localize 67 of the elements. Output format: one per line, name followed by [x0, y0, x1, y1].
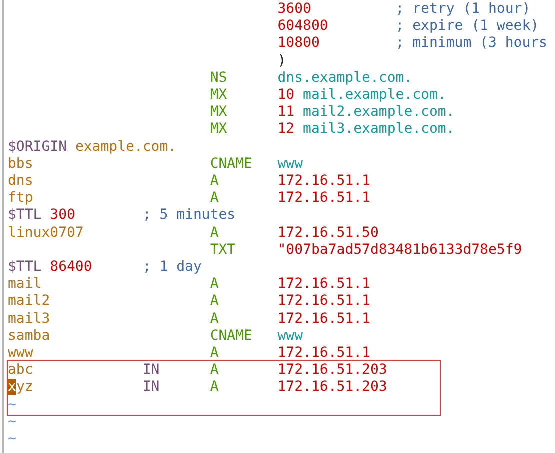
comment-text: ; 5 minutes	[142, 207, 236, 224]
record-name: mail	[8, 276, 42, 294]
record-value: 172.16.51.1	[278, 293, 370, 310]
record-type: CNAME	[210, 328, 252, 345]
record-type: A	[210, 293, 219, 310]
record-type: A	[210, 276, 219, 294]
record-type: TXT	[210, 242, 236, 259]
record-value: 10	[278, 87, 295, 104]
domain-name: www	[278, 328, 304, 345]
record-name: ftp	[8, 190, 34, 208]
record-name: linux0707	[8, 224, 84, 242]
domain-name: www	[278, 156, 304, 173]
record-value: 12	[278, 121, 295, 138]
empty-line-marker: ~	[8, 431, 16, 448]
record-value: 604800	[278, 18, 328, 36]
record-name: mail3	[8, 310, 50, 328]
domain-name: mail2.example.com.	[303, 104, 455, 122]
record-type: A	[210, 190, 219, 208]
empty-line-marker: ~	[8, 396, 16, 414]
record-type: NS	[210, 70, 228, 87]
record-type: MX	[210, 121, 228, 138]
record-name: dns	[8, 173, 34, 190]
record-type: A	[210, 362, 219, 380]
comment-text: ; 1 day	[142, 259, 202, 276]
record-value: 3600	[278, 1, 312, 18]
record-value: 172.16.51.1	[278, 190, 370, 208]
directive-keyword: $TTL	[8, 207, 42, 224]
record-type: A	[210, 224, 219, 242]
record-value: 172.16.51.1	[278, 345, 370, 362]
record-type: A	[210, 310, 219, 328]
record-name: bbs	[8, 156, 34, 173]
record-value: 10800	[278, 35, 320, 52]
record-value: 300	[50, 207, 76, 224]
domain-name: mail3.example.com.	[303, 121, 455, 138]
record-value: 172.16.51.1	[278, 276, 370, 294]
directive-keyword: $ORIGIN	[8, 138, 68, 156]
record-name: www	[8, 345, 34, 362]
empty-line-marker: ~	[8, 414, 16, 431]
record-type: MX	[210, 104, 228, 122]
record-type: CNAME	[210, 156, 252, 173]
highlight-box	[7, 360, 441, 416]
directive-keyword: IN	[142, 362, 160, 380]
closing-parenthesis: )	[278, 52, 286, 70]
directive-keyword: IN	[142, 379, 160, 396]
record-name: example.com.	[75, 138, 177, 156]
record-value: 172.16.51.203	[278, 379, 388, 396]
domain-name: mail.example.com.	[303, 87, 446, 104]
record-value: "007ba7ad57d83481b6133d78e5f9	[278, 242, 522, 259]
record-name: mail2	[8, 293, 50, 310]
record-type: A	[210, 379, 219, 396]
record-type: MX	[210, 87, 228, 104]
record-name: abc	[8, 362, 34, 380]
record-type: A	[210, 173, 219, 190]
record-value: 172.16.51.1	[278, 310, 370, 328]
record-name: samba	[8, 328, 50, 345]
record-name: xyz	[8, 379, 34, 396]
record-value: 11	[278, 104, 295, 122]
record-value: 172.16.51.1	[278, 173, 370, 190]
domain-name: dns.example.com.	[278, 70, 413, 87]
record-value: 86400	[50, 259, 92, 276]
record-value: 172.16.51.203	[278, 362, 388, 380]
comment-text: ; expire (1 week)	[396, 18, 540, 36]
record-type: A	[210, 345, 219, 362]
comment-text: ; minimum (3 hours	[396, 35, 548, 52]
directive-keyword: $TTL	[8, 259, 42, 276]
comment-text: ; retry (1 hour)	[396, 1, 531, 18]
record-value: 172.16.51.50	[278, 224, 379, 242]
